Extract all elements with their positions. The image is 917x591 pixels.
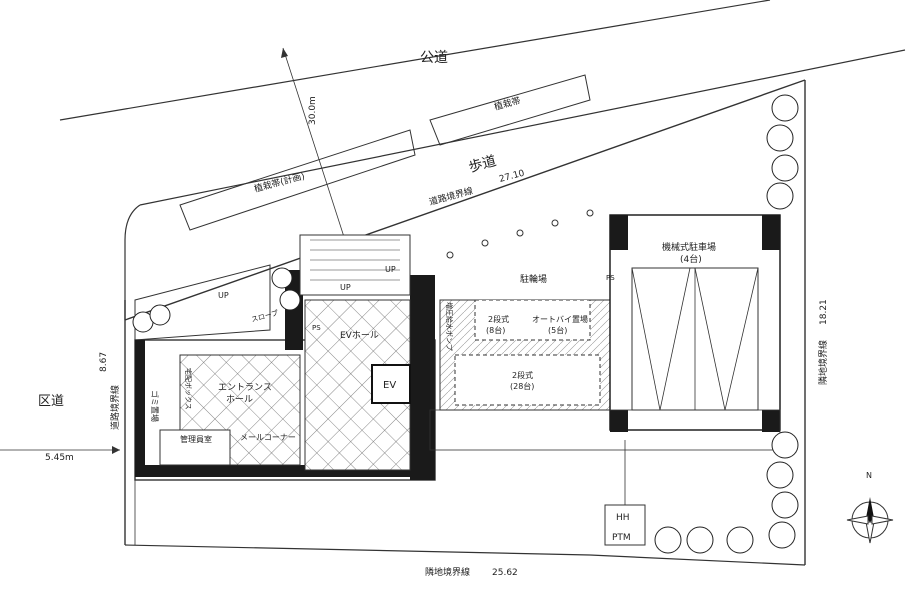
label-road-boundary-length: 27.10	[498, 168, 526, 184]
label-ps-1: PS	[312, 324, 321, 332]
label-slope: スロープ	[250, 309, 279, 324]
label-up-1: UP	[218, 291, 229, 300]
label-ps-2: PS	[606, 274, 615, 282]
label-up-3: UP	[385, 265, 396, 274]
label-ptm: PTM	[612, 533, 631, 543]
label-east-boundary-length: 18.21	[819, 299, 829, 325]
label-up-2: UP	[340, 283, 351, 292]
label-two-tier-28-count: (28台)	[510, 381, 534, 391]
label-mechanical-parking: 機械式駐車場	[662, 241, 716, 253]
label-motorcycle: オートバイ置場	[532, 314, 588, 324]
label-pump-booster: 増圧給水ポンプ	[445, 302, 454, 351]
label-mechanical-parking-count: (4台)	[680, 253, 702, 265]
label-ward-road: 区道	[38, 394, 64, 409]
label-road-boundary-west: 道路境界線	[109, 385, 121, 430]
label-north: N	[866, 471, 872, 480]
label-ev-hall: EVホール	[340, 330, 379, 341]
label-motorcycle-count: (5台)	[548, 325, 567, 335]
label-planting-strip-planned: 植栽帯(計画)	[253, 170, 306, 195]
compass-rose-icon	[846, 497, 894, 544]
label-west-boundary-length: 8.67	[99, 352, 109, 372]
label-hh: HH	[616, 513, 630, 523]
label-two-tier-8: 2段式	[488, 314, 509, 324]
label-public-road: 公道	[420, 50, 448, 66]
label-garbage-storage: ゴミ置場	[150, 390, 160, 422]
label-management-office: 管理員室	[180, 434, 212, 444]
trees-east	[766, 94, 799, 549]
label-two-tier-28: 2段式	[512, 370, 533, 380]
label-ward-road-width: 5.45m	[45, 453, 74, 463]
label-sidewalk: 歩道	[467, 153, 498, 176]
label-bicycle-parking: 駐輪場	[520, 273, 547, 285]
bicycle-markers	[446, 209, 594, 259]
label-adjacent-boundary-east: 隣地境界線	[817, 340, 829, 385]
label-adjacent-boundary-south: 隣地境界線	[425, 566, 470, 578]
label-post-box: 宅配ボックス	[184, 368, 193, 410]
label-mail-corner: メールコーナー	[240, 433, 296, 442]
label-two-tier-8-count: (8台)	[486, 325, 505, 335]
label-entrance-1: エントランス	[218, 382, 272, 393]
label-road-width: 30.0m	[308, 96, 318, 125]
label-ev: EV	[383, 380, 396, 391]
trees-south	[132, 267, 754, 554]
label-south-boundary-length: 25.62	[492, 568, 518, 578]
building	[134, 234, 436, 481]
label-entrance-2: ホール	[226, 394, 253, 405]
planting-strips	[179, 74, 591, 231]
parking-area	[429, 209, 781, 546]
